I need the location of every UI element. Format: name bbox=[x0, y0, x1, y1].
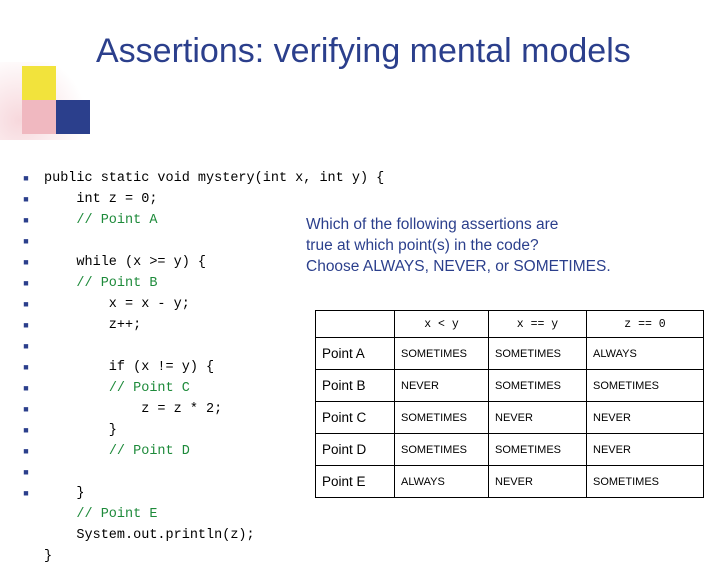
table-cell: NEVER bbox=[586, 401, 704, 434]
code-line: int z = 0; bbox=[44, 189, 374, 210]
table-cell: NEVER bbox=[586, 433, 704, 466]
question-line: true at which point(s) in the code? bbox=[306, 237, 539, 254]
bullet-marker: ■ bbox=[23, 383, 29, 393]
table-cell: SOMETIMES bbox=[488, 337, 587, 370]
code-line: public static void mystery(int x, int y)… bbox=[44, 168, 384, 189]
table-cell: SOMETIMES bbox=[394, 337, 489, 370]
code-text bbox=[44, 276, 76, 291]
code-line: } bbox=[44, 483, 374, 504]
code-line: } bbox=[44, 546, 374, 567]
table-cell: NEVER bbox=[488, 465, 587, 498]
code-line: z = z * 2; bbox=[44, 399, 374, 420]
table-cell: SOMETIMES bbox=[488, 433, 587, 466]
code-comment: // Point A bbox=[76, 213, 158, 228]
bullet-marker: ■ bbox=[23, 215, 29, 225]
bullet-marker: ■ bbox=[23, 236, 29, 246]
table-cell: ALWAYS bbox=[394, 465, 489, 498]
code-comment: // Point B bbox=[76, 276, 158, 291]
table-column-header: z == 0 bbox=[586, 310, 704, 338]
bullet-marker: ■ bbox=[23, 173, 29, 183]
code-line: // Point A bbox=[44, 210, 374, 231]
code-text bbox=[44, 213, 76, 228]
table-column-header: x == y bbox=[488, 310, 587, 338]
code-line: // Point E bbox=[44, 504, 374, 525]
decorative-gradient bbox=[0, 62, 96, 140]
table-cell: SOMETIMES bbox=[394, 401, 489, 434]
code-text: } bbox=[44, 486, 85, 501]
code-block: public static void mystery(int x, int y)… bbox=[44, 168, 384, 567]
table-cell: NEVER bbox=[394, 369, 489, 402]
bullet-marker: ■ bbox=[23, 467, 29, 477]
code-comment: // Point C bbox=[108, 381, 190, 396]
bullet-marker: ■ bbox=[23, 404, 29, 414]
code-comment: // Point E bbox=[76, 507, 158, 522]
slide-title: Assertions: verifying mental models bbox=[96, 32, 631, 70]
bullet-marker: ■ bbox=[23, 362, 29, 372]
code-text: } bbox=[44, 423, 117, 438]
table-cell: SOMETIMES bbox=[586, 369, 704, 402]
code-line: // Point C bbox=[44, 378, 374, 399]
table-row-header: Point A bbox=[315, 337, 395, 370]
question-line: Which of the following assertions are bbox=[306, 216, 559, 233]
table-row-header: Point C bbox=[315, 401, 395, 434]
code-line: x = x - y; bbox=[44, 294, 374, 315]
bullet-marker: ■ bbox=[23, 425, 29, 435]
table-column-header: x < y bbox=[394, 310, 489, 338]
bullet-marker: ■ bbox=[23, 320, 29, 330]
code-text: public static void mystery(int x, int y)… bbox=[44, 171, 385, 186]
code-text bbox=[44, 381, 109, 396]
code-line: System.out.println(z); bbox=[44, 525, 374, 546]
code-text: z = z * 2; bbox=[44, 402, 223, 417]
bullet-marker: ■ bbox=[23, 299, 29, 309]
table-row-header: Point D bbox=[315, 433, 395, 466]
table-cell: SOMETIMES bbox=[586, 465, 704, 498]
code-text: if (x != y) { bbox=[44, 360, 215, 375]
code-line: // Point B bbox=[44, 273, 374, 294]
code-line: z++; bbox=[44, 315, 374, 336]
question-line: Choose ALWAYS, NEVER, or SOMETIMES. bbox=[306, 258, 611, 275]
bullet-marker: ■ bbox=[23, 341, 29, 351]
code-line: if (x != y) { bbox=[44, 357, 374, 378]
code-text: } bbox=[44, 549, 53, 564]
table-row-header: Point E bbox=[315, 465, 395, 498]
bullet-marker: ■ bbox=[23, 257, 29, 267]
question-text: Which of the following assertions are tru… bbox=[306, 214, 706, 277]
bullet-marker: ■ bbox=[23, 194, 29, 204]
code-line: } bbox=[44, 420, 374, 441]
bullet-marker: ■ bbox=[23, 278, 29, 288]
code-text bbox=[44, 444, 109, 459]
table-corner-cell bbox=[315, 310, 395, 338]
bullet-column: ■ ■ ■ ■ ■ ■ ■ ■ ■ ■ ■ ■ ■ ■ ■ ■ bbox=[12, 168, 40, 504]
bullet-marker: ■ bbox=[23, 488, 29, 498]
code-comment: // Point D bbox=[108, 444, 190, 459]
code-text: while (x >= y) { bbox=[44, 255, 207, 270]
decorative-square-pink bbox=[22, 100, 56, 134]
code-text: int z = 0; bbox=[44, 192, 158, 207]
code-text: System.out.println(z); bbox=[44, 528, 255, 543]
code-text: z++; bbox=[44, 318, 142, 333]
bullet-marker: ■ bbox=[23, 446, 29, 456]
code-line: while (x >= y) { bbox=[44, 252, 374, 273]
code-line: // Point D bbox=[44, 441, 374, 462]
table-cell: SOMETIMES bbox=[488, 369, 587, 402]
code-text bbox=[44, 507, 76, 522]
decorative-square-yellow bbox=[22, 66, 56, 100]
table-cell: NEVER bbox=[488, 401, 587, 434]
code-text: x = x - y; bbox=[44, 297, 190, 312]
table-row-header: Point B bbox=[315, 369, 395, 402]
decorative-square-blue bbox=[56, 100, 90, 134]
table-cell: ALWAYS bbox=[586, 337, 704, 370]
table-cell: SOMETIMES bbox=[394, 433, 489, 466]
